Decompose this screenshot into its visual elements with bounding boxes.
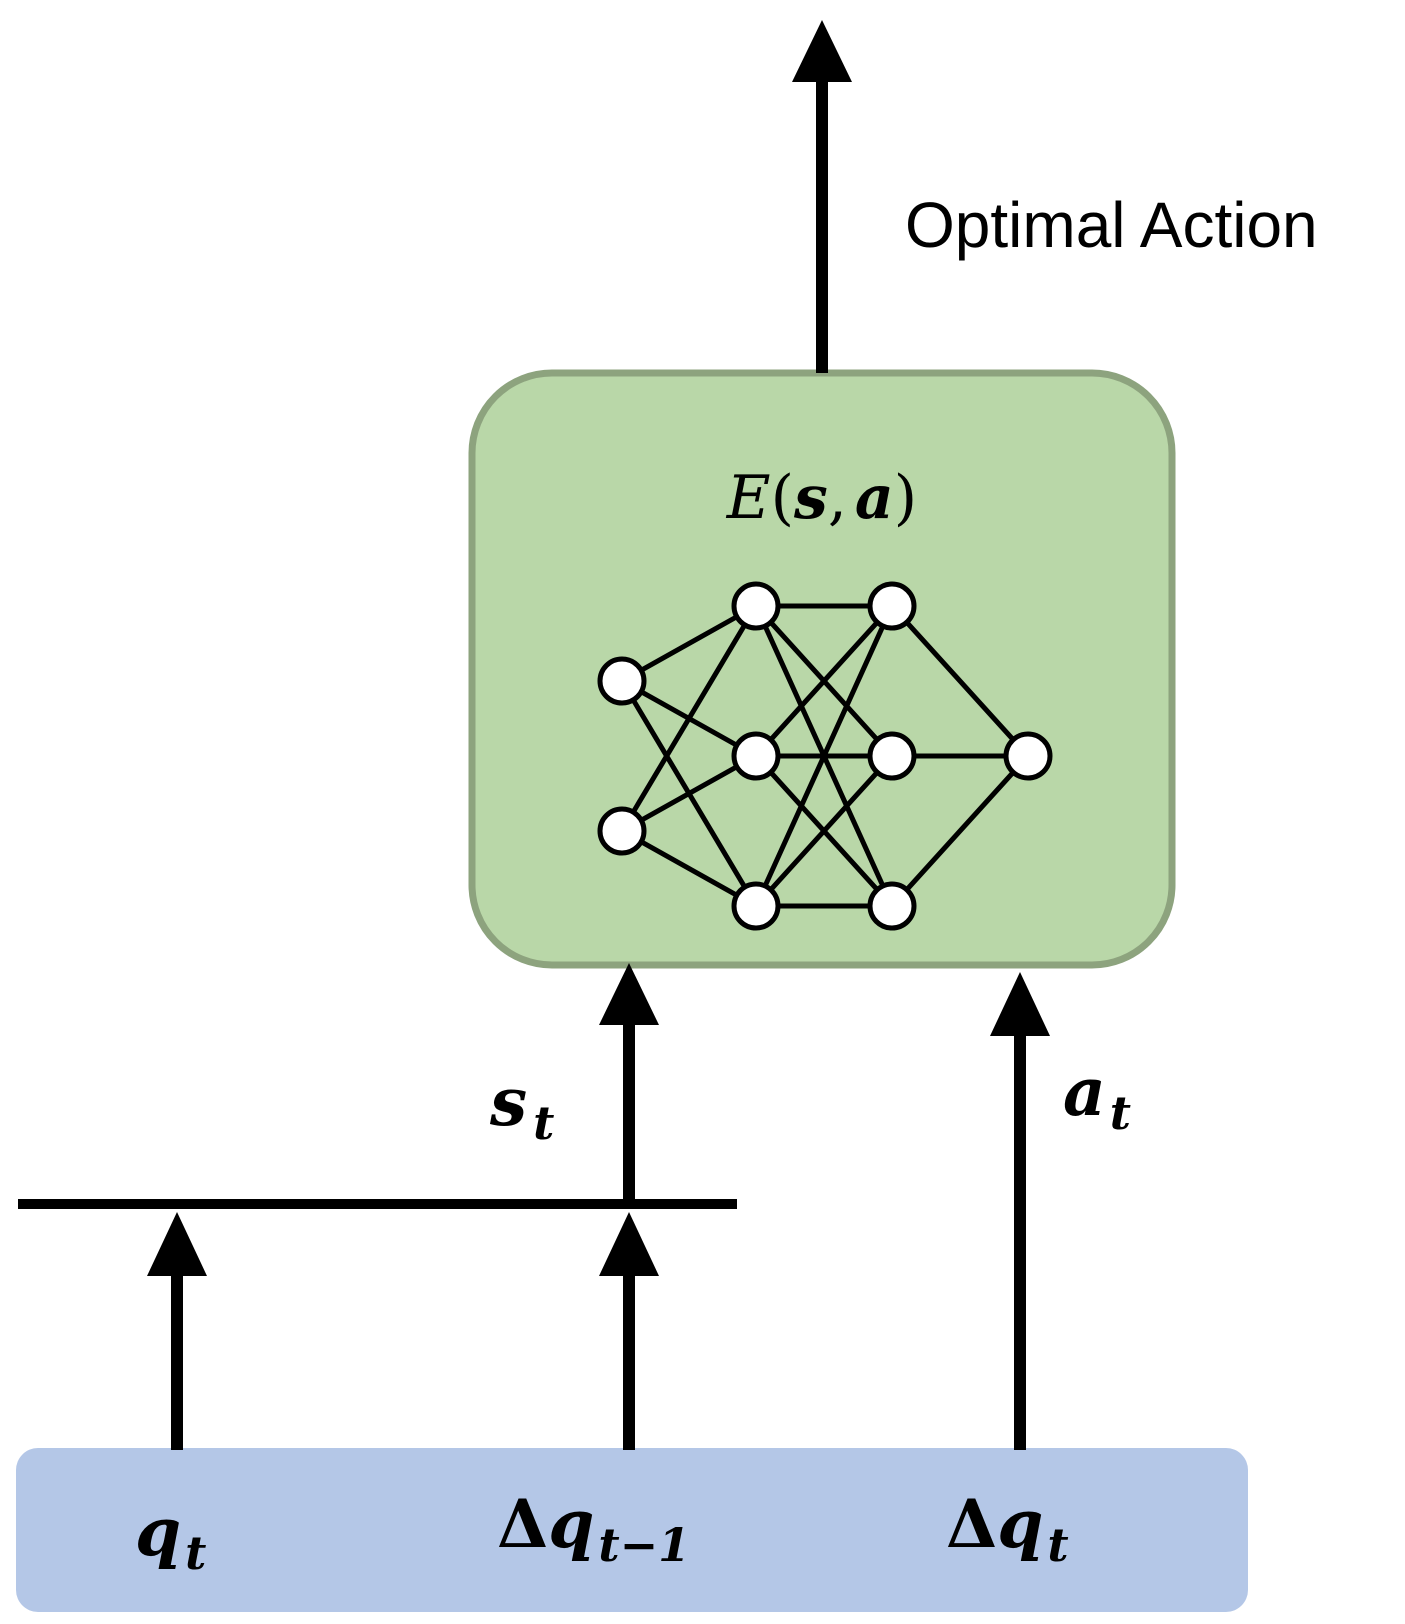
energy-function-label: E(s,a): [726, 463, 917, 533]
energy-close-paren: ): [894, 463, 917, 533]
nn-edge: [620, 828, 758, 909]
nn-node: [867, 881, 917, 931]
input-dq-sub: t: [1047, 1518, 1068, 1572]
energy-function-box: [468, 369, 1176, 969]
energy-function-name: E: [726, 463, 771, 533]
neural-network-icon: [597, 581, 1053, 931]
input-bar: [16, 1448, 1248, 1612]
energy-arg-action: a: [855, 463, 894, 533]
input-label-dq: Δqt: [946, 1485, 1069, 1572]
output-label: Optimal Action: [905, 189, 1318, 261]
nn-node: [1003, 731, 1053, 781]
nn-node: [731, 581, 781, 631]
nn-edge: [620, 753, 758, 834]
state-label-base: s: [489, 1063, 527, 1141]
action-label: at: [1063, 1053, 1131, 1140]
nn-node: [867, 581, 917, 631]
action-label-sub: t: [1110, 1086, 1131, 1140]
input-dq-prefix: Δ: [946, 1485, 997, 1563]
nn-edge: [619, 604, 759, 833]
state-label-sub: t: [533, 1096, 554, 1150]
nn-node: [597, 806, 647, 856]
input-dq-prev-base: q: [548, 1485, 594, 1563]
dq-prev-arrowhead-icon: [599, 1212, 659, 1276]
state-arrowhead-icon: [599, 963, 659, 1025]
action-arrowhead-icon: [990, 972, 1050, 1036]
nn-node: [731, 731, 781, 781]
nn-node: [597, 656, 647, 706]
input-dq-prev-prefix: Δ: [497, 1485, 548, 1563]
nn-edge: [754, 604, 894, 758]
nn-edge: [890, 604, 1030, 758]
energy-open-paren: (: [771, 463, 794, 533]
nn-edge: [754, 754, 894, 908]
output-arrowhead-icon: [792, 20, 852, 82]
input-dq-base: q: [997, 1485, 1043, 1563]
energy-comma: ,: [828, 463, 847, 533]
nn-node: [867, 731, 917, 781]
input-qt-sub: t: [185, 1526, 206, 1580]
action-label-base: a: [1063, 1053, 1106, 1131]
nn-edge: [620, 603, 758, 684]
nn-edge: [753, 604, 895, 908]
qt-arrowhead-icon: [147, 1212, 207, 1276]
input-label-dq-prev: Δqt−1: [497, 1485, 690, 1572]
nn-edge: [890, 754, 1030, 908]
input-dq-prev-sub: t−1: [598, 1518, 690, 1572]
input-qt-base: q: [135, 1493, 181, 1571]
energy-arg-state: s: [793, 463, 828, 533]
nn-node: [731, 881, 781, 931]
input-label-qt: qt: [135, 1493, 206, 1580]
